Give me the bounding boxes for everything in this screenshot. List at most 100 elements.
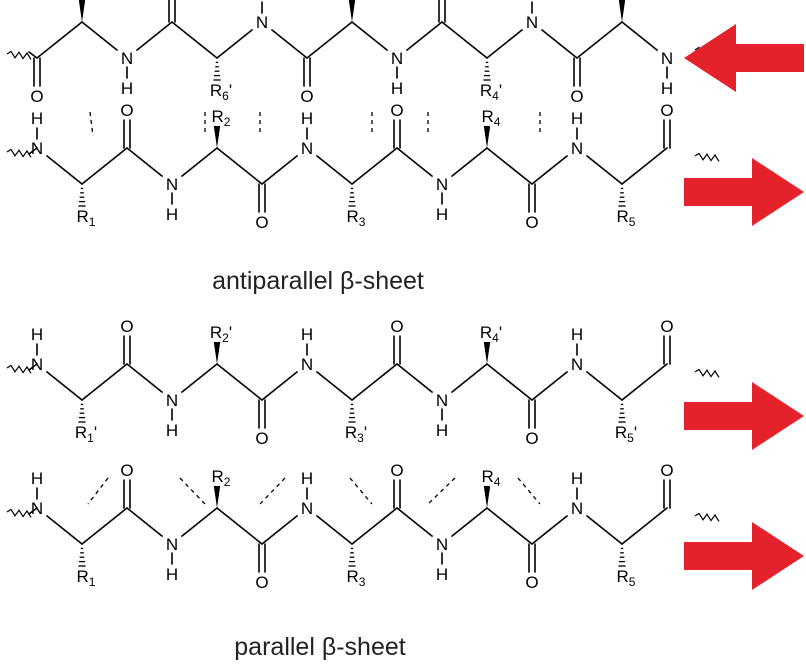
antiparallel-bottom-strand-nitrogen-atom: N: [301, 139, 313, 158]
antiparallel-bottom-strand-wedge-bond: [213, 126, 221, 148]
parallel-top-strand-backbone-bond: [316, 371, 353, 401]
parallel-top-strand-nitrogen-atom: N: [436, 391, 448, 410]
parallel-top-strand-hydrogen-atom: H: [436, 421, 448, 440]
parallel-top-strand-nitrogen-atom: N: [31, 355, 43, 374]
antiparallel-bottom-strand-backbone-bond: [621, 147, 668, 185]
parallel-top-strand-oxygen-atom: O: [255, 429, 268, 448]
parallel-top-strand-side-chain-label: R4': [480, 323, 502, 345]
antiparallel-top-strand-hash-bond: [213, 61, 221, 81]
antiparallel-bottom-strand-oxygen-atom: O: [390, 101, 403, 120]
antiparallel-top-strand-chain-end-left: [6, 50, 32, 60]
parallel-bottom-strand-hydrogen-atom: H: [31, 469, 43, 488]
parallel-top-strand-side-chain-label: R5': [615, 423, 637, 445]
parallel-hydrogen-bond: [179, 477, 206, 505]
parallel-bottom-strand-nitrogen-atom: N: [31, 499, 43, 518]
antiparallel-bottom-strand-backbone-bond: [181, 147, 218, 177]
parallel-top-strand-backbone-bond: [621, 363, 668, 401]
antiparallel-bottom-strand-oxygen-atom: O: [660, 101, 673, 120]
parallel-top-strand-backbone-bond: [531, 371, 568, 401]
antiparallel-bottom-strand-oxygen-atom: O: [120, 101, 133, 120]
parallel-bottom-strand-backbone-bond: [316, 515, 353, 545]
parallel-bottom-strand-chain-end-right: [694, 512, 720, 522]
antiparallel-top-strand-backbone-bond: [36, 21, 83, 59]
parallel-bottom-strand-oxygen-atom: O: [255, 573, 268, 592]
antiparallel-top-strand-backbone-bond: [441, 21, 488, 59]
parallel-top-strand-wedge-bond: [483, 342, 491, 364]
parallel-top-strand-backbone-bond: [351, 363, 398, 401]
parallel-bottom-strand-backbone-bond: [261, 515, 298, 545]
parallel-top-strand-nitrogen-atom: N: [301, 355, 313, 374]
parallel-bottom-strand-hydrogen-atom: H: [166, 565, 178, 584]
antiparallel-top-arrow: [684, 24, 804, 92]
antiparallel-hydrogen-bond: [89, 111, 94, 137]
antiparallel-top-strand-oxygen-atom: O: [570, 87, 583, 106]
parallel-bottom-strand-nitrogen-atom: N: [571, 499, 583, 518]
parallel-top-strand-backbone-bond: [261, 371, 298, 401]
antiparallel-bottom-strand-terminal-bond-left: [28, 147, 38, 155]
parallel-top-strand-terminal-bond-left: [28, 363, 38, 371]
antiparallel-bottom-strand-side-chain-label: R3: [347, 207, 366, 229]
antiparallel-top-strand-backbone-bond: [621, 21, 658, 51]
parallel-bottom-strand-backbone-bond: [586, 515, 623, 545]
parallel-hydrogen-bond: [517, 477, 541, 505]
antiparallel-bottom-strand-backbone-bond: [126, 147, 163, 177]
parallel-hydrogen-bond: [349, 477, 373, 505]
parallel-top-strand-side-chain-label: R3': [345, 423, 367, 445]
parallel-top-strand-backbone-bond: [216, 363, 263, 401]
parallel-bottom-strand-side-chain-label: R3: [347, 567, 366, 589]
antiparallel-bottom-strand-backbone-bond: [531, 155, 568, 185]
antiparallel-top-strand-nitrogen-atom: N: [256, 13, 268, 32]
antiparallel-top-strand-backbone-bond: [406, 21, 443, 51]
antiparallel-top-strand-oxygen-atom: O: [300, 87, 313, 106]
parallel-top-strand-wedge-bond: [213, 342, 221, 364]
parallel-top-strand-backbone-bond: [126, 363, 163, 393]
antiparallel-top-strand-terminal-bond-left: [28, 51, 38, 59]
antiparallel-top-strand-backbone-bond: [576, 21, 623, 59]
antiparallel-bottom-strand-backbone-bond: [396, 147, 433, 177]
antiparallel-top-strand-wedge-bond: [348, 0, 356, 22]
antiparallel-bottom-strand-hash-bond: [348, 187, 356, 207]
antiparallel-top-strand-side-chain-label: R7': [75, 0, 97, 3]
parallel-bottom-strand-backbone-bond: [46, 515, 83, 545]
antiparallel-bottom-strand-backbone-bond: [586, 155, 623, 185]
antiparallel-bottom-strand-hydrogen-atom: H: [571, 109, 583, 128]
parallel-bottom-strand-oxygen-atom: O: [390, 461, 403, 480]
antiparallel-bottom-strand-chain-end-right: [694, 152, 720, 162]
parallel-top-strand-hash-bond: [78, 403, 86, 423]
parallel-bottom-strand-backbone-bond: [396, 507, 433, 537]
antiparallel-top-strand-backbone-bond: [541, 29, 578, 59]
parallel-top-strand-nitrogen-atom: N: [166, 391, 178, 410]
antiparallel-bottom-strand-hydrogen-atom: H: [166, 205, 178, 224]
antiparallel-bottom-strand-side-chain-label: R5: [617, 207, 636, 229]
parallel-top-arrow: [684, 382, 804, 450]
parallel-bottom-strand-wedge-bond: [483, 486, 491, 508]
antiparallel-top-strand-wedge-bond: [78, 0, 86, 22]
parallel-bottom-strand-wedge-bond: [213, 486, 221, 508]
antiparallel-top-strand-backbone-bond: [81, 21, 118, 51]
antiparallel-top-strand-nitrogen-atom: N: [121, 49, 133, 68]
antiparallel-bottom-strand-backbone-bond: [351, 147, 398, 185]
antiparallel-bottom-strand-hydrogen-atom: H: [31, 109, 43, 128]
antiparallel-bottom-strand-backbone-bond: [46, 155, 83, 185]
antiparallel-bottom-strand-hash-bond: [78, 187, 86, 207]
antiparallel-top-strand-wedge-bond: [618, 0, 626, 22]
parallel-top-strand-backbone-bond: [181, 363, 218, 393]
antiparallel-bottom-strand-nitrogen-atom: N: [571, 139, 583, 158]
antiparallel-top-strand-hydrogen-atom: H: [391, 79, 403, 98]
atom-label-layer: NHR1ONHR2ONHR3ONHR4ONHR5OOR7'NHOR6'NHOR5…: [30, 0, 673, 592]
antiparallel-bottom-arrow: [684, 158, 804, 226]
antiparallel-bottom-strand-hash-bond: [618, 187, 626, 207]
antiparallel-top-strand-hydrogen-atom: H: [661, 79, 673, 98]
parallel-bottom-arrow: [684, 522, 804, 590]
parallel-bottom-strand-backbone-bond: [351, 507, 398, 545]
antiparallel-bottom-strand-wedge-bond: [483, 126, 491, 148]
parallel-top-strand-side-chain-label: R1': [75, 423, 97, 445]
parallel-bottom-strand-side-chain-label: R1: [77, 567, 96, 589]
parallel-bottom-strand-side-chain-label: R4: [482, 467, 501, 489]
parallel-bottom-strand-nitrogen-atom: N: [166, 535, 178, 554]
antiparallel-top-strand-side-chain-label: R4': [480, 81, 502, 103]
parallel-top-strand-backbone-bond: [451, 363, 488, 393]
antiparallel-bottom-strand-backbone-bond: [486, 147, 533, 185]
parallel-top-strand-hydrogen-atom: H: [301, 325, 313, 344]
